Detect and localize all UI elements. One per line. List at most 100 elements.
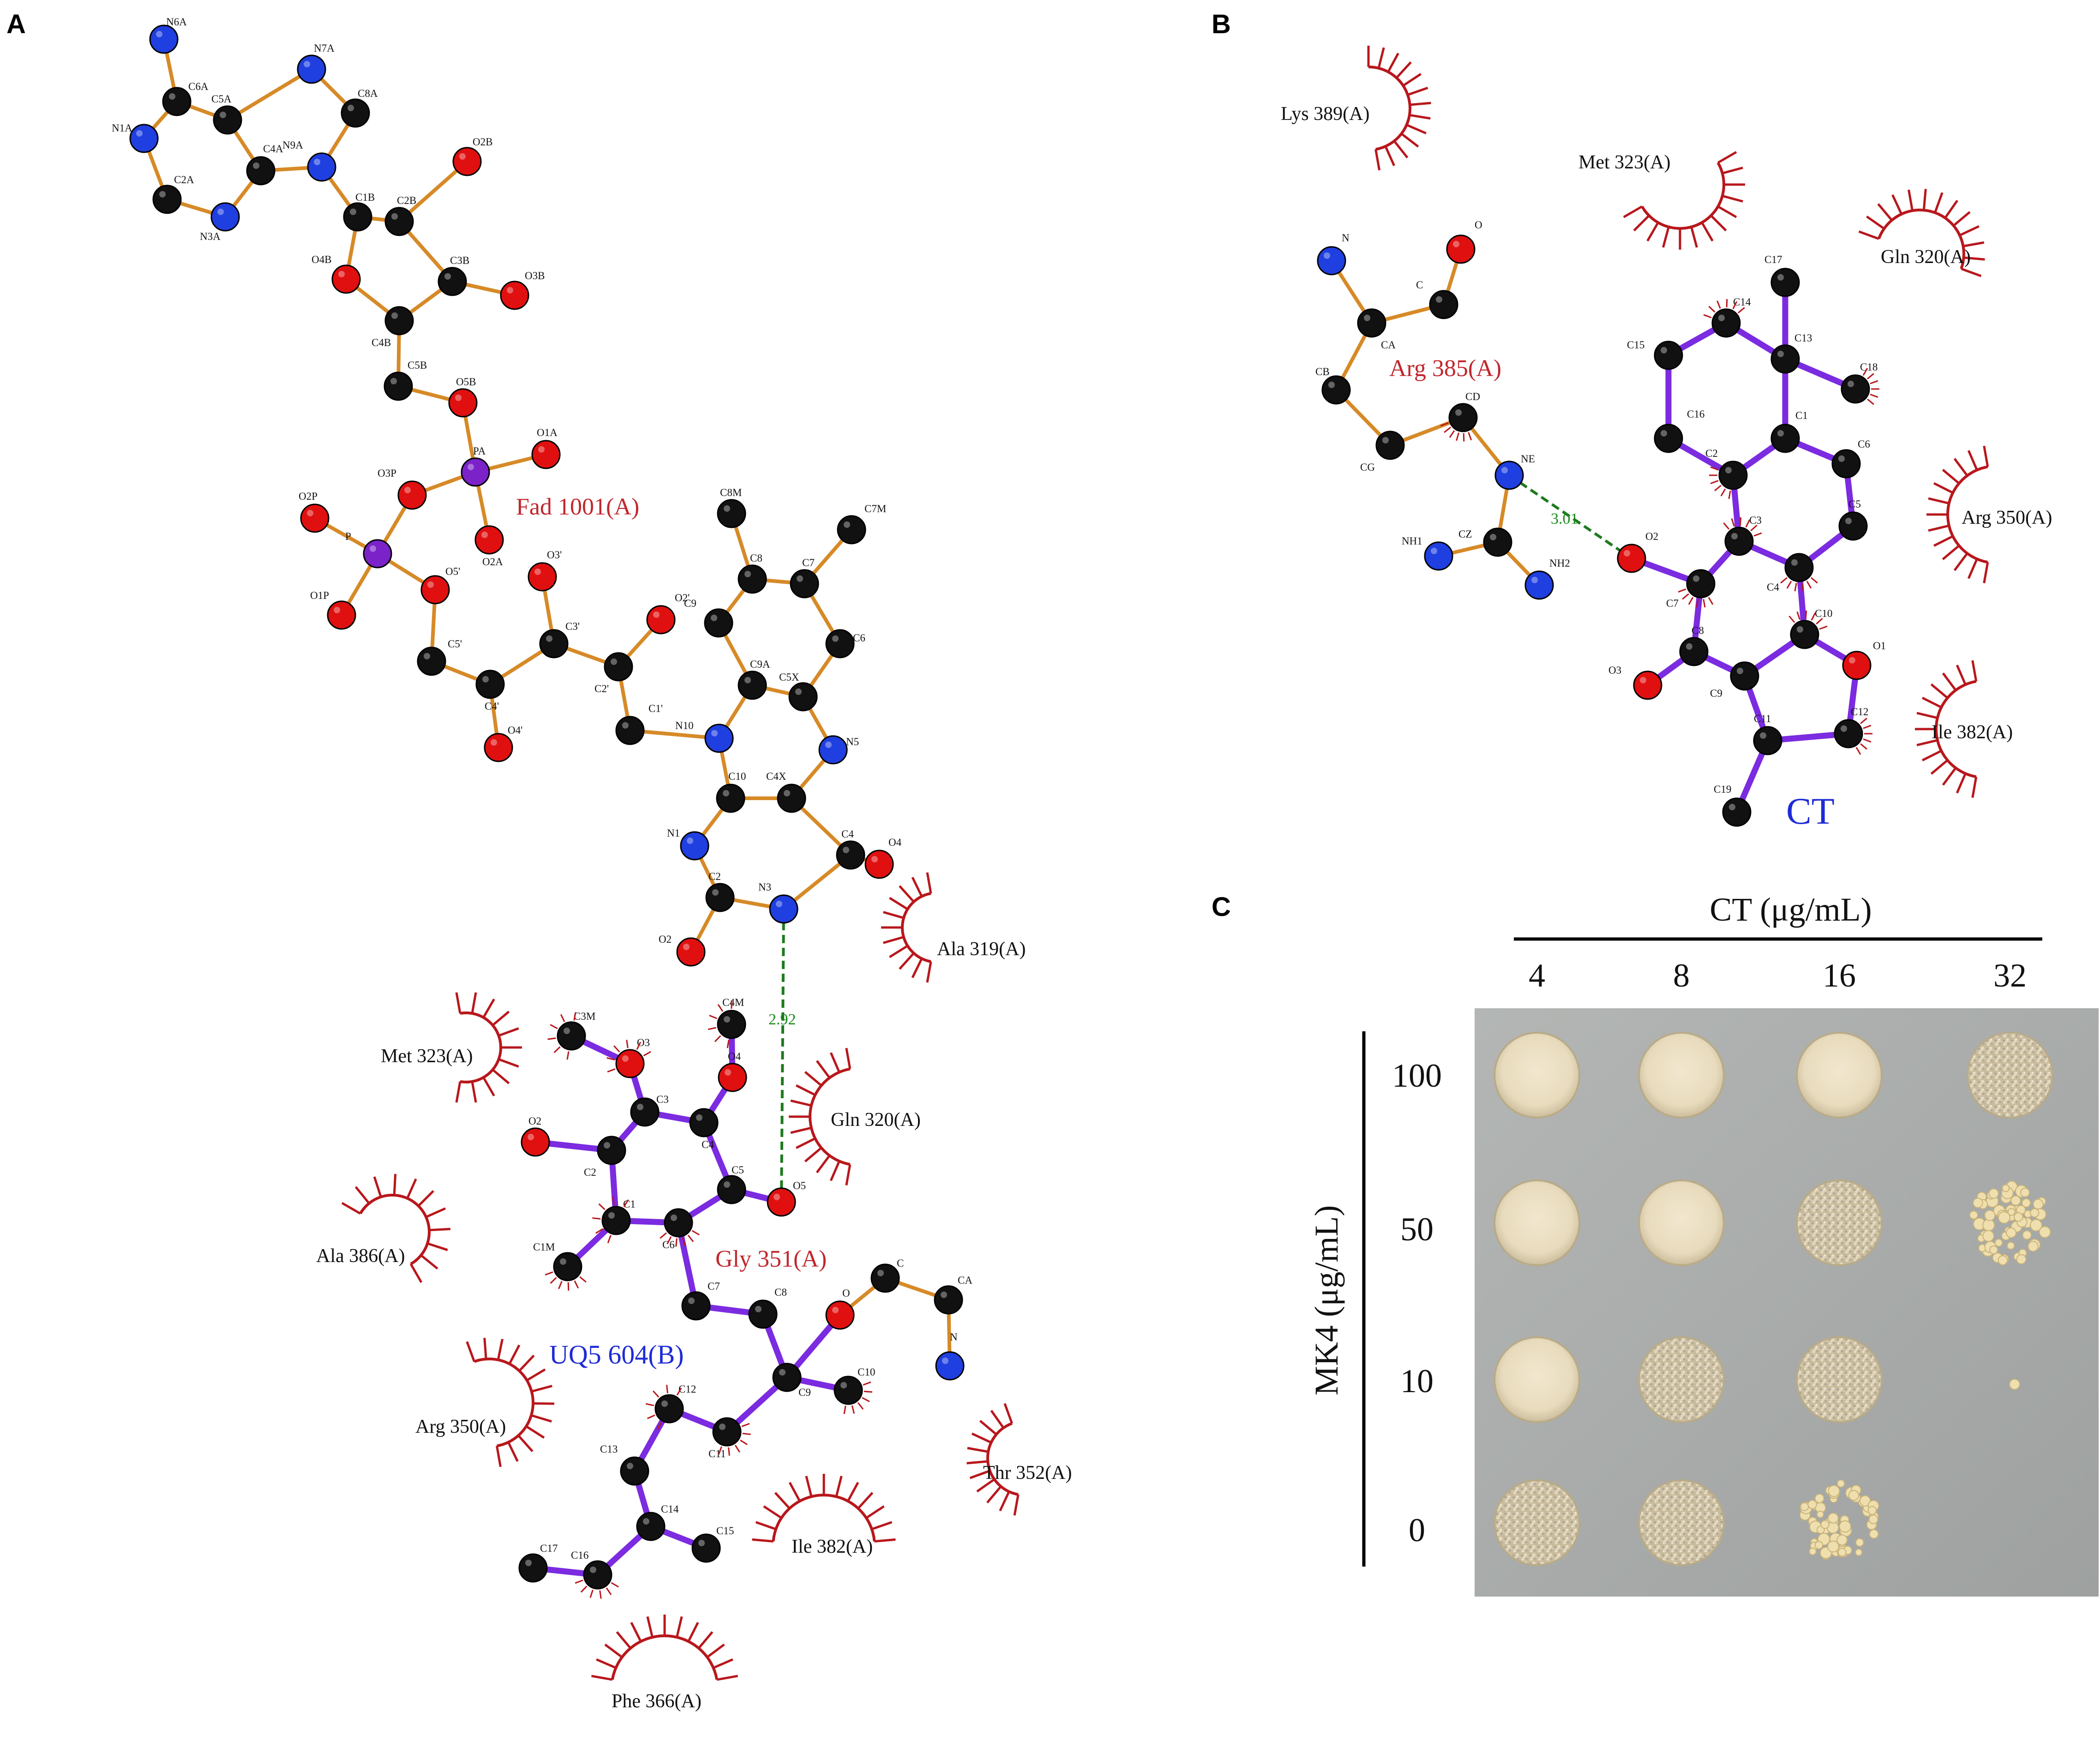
colony-spot — [1494, 1479, 1580, 1566]
b-atom-c17 — [1770, 268, 1800, 297]
colony-spot — [1796, 1179, 1883, 1266]
b-atom-c1 — [1770, 424, 1800, 453]
residue-arc-gln320-tick — [795, 1137, 816, 1149]
residue-arc-arg350-tick — [1983, 562, 1989, 584]
residue-arc-ala319 — [881, 872, 932, 983]
residue-arc-phe366 — [591, 1615, 738, 1681]
flare-mark-b — [1794, 583, 1797, 592]
residue-arc-gln320-tick — [804, 1071, 822, 1087]
residue-arc-ile382-tick — [805, 1476, 813, 1497]
a-atom-c6 — [825, 629, 855, 658]
residue-label-ala386: Ala 386(A) — [316, 1245, 405, 1267]
residue-arc-ala319-tick — [911, 877, 923, 897]
a-atom-u_c10 — [834, 1376, 863, 1405]
a-atom-n3a — [210, 202, 240, 232]
residue-arc-gln320-tick — [790, 1099, 812, 1107]
colony-spot — [1967, 1032, 2053, 1119]
flare-mark-a — [589, 1589, 594, 1598]
colony-dot — [2028, 1241, 2039, 1252]
residue-arc-thr352 — [966, 1403, 1020, 1516]
residue-arc-met323-tick — [1662, 227, 1670, 248]
residue-arc-met323-tick — [492, 1011, 510, 1026]
a-atom-highlight — [776, 901, 782, 907]
residue-arc-gln320 — [1858, 189, 1985, 277]
residue-arc-lys389-tick — [1407, 86, 1428, 96]
b-atom-c6 — [1831, 449, 1861, 479]
flare-mark-a — [718, 1446, 722, 1455]
b-atom-highlight — [1453, 241, 1459, 247]
a-atom-label-c9: C9 — [684, 598, 696, 609]
a-atom-highlight — [538, 446, 545, 453]
b-atom-label-c: C — [1416, 279, 1423, 291]
residue-arc-thr352-tick — [971, 1432, 992, 1444]
b-atom-label-cb: CB — [1315, 366, 1330, 377]
residue-arc-thr352-tick — [969, 1470, 990, 1479]
a-atom-highlight — [627, 1463, 633, 1469]
b-atom-label-c18: C18 — [1860, 361, 1878, 373]
colony-dot — [1828, 1513, 1839, 1524]
b-atom-nh1 — [1424, 541, 1453, 571]
residue-arc-ile382-tick — [755, 1521, 776, 1531]
a-atom-u_c3m — [557, 1021, 586, 1051]
residue-arc-ala386-tick — [354, 1186, 370, 1204]
b-atom-highlight — [1490, 534, 1496, 540]
a-bond — [226, 67, 313, 122]
residue-arc-phe366-tick — [630, 1622, 642, 1642]
residue-arc-ala386-tick — [393, 1174, 397, 1196]
colony-dot — [2039, 1226, 2051, 1238]
residue-arc-phe366-tick — [698, 1631, 714, 1649]
a-atom-label-u_c11: C11 — [708, 1448, 726, 1460]
a-atom-n9a — [307, 152, 336, 182]
residue-arc-gln320-tick — [829, 1161, 840, 1181]
colony-dot — [2020, 1187, 2030, 1197]
flare-mark-a — [573, 1012, 576, 1021]
b-atom-label-c19: C19 — [1714, 784, 1731, 795]
a-atom-highlight — [844, 521, 850, 528]
colony-dot — [1828, 1485, 1840, 1497]
a-atom-label-u_c14: C14 — [661, 1503, 679, 1515]
b-atom-label-c5: C5 — [1848, 498, 1861, 510]
flare-mark-a — [843, 1406, 846, 1414]
flare-mark-a — [656, 1422, 662, 1430]
colony-dot — [1814, 1493, 1824, 1503]
flare-mark-b — [1444, 426, 1452, 433]
b-atom-o1 — [1842, 651, 1872, 680]
b-atom-highlight — [1328, 382, 1335, 388]
flare-mark-a — [560, 1014, 565, 1023]
residue-arc-phe366-tick — [604, 1643, 623, 1658]
a-atom-label-c8m: C8M — [720, 487, 742, 498]
a-atom-highlight — [671, 1215, 677, 1221]
flare-mark-a — [550, 1024, 558, 1029]
residue-arc-ile382-tick — [1956, 664, 1967, 685]
a-atom-label-o4: O4 — [888, 837, 902, 848]
a-atom-highlight — [159, 191, 166, 197]
colony-spot — [1638, 1336, 1725, 1423]
colony-dot — [1988, 1188, 1999, 1199]
b-atom-label-nh1: NH1 — [1402, 535, 1422, 547]
residue-arc-lys389-tick — [1395, 61, 1412, 79]
residue-arc-gln320-tick — [1944, 200, 1958, 219]
residue-arc-phe366-tick — [616, 1631, 631, 1649]
a-atom-label-u_c16: C16 — [571, 1550, 588, 1561]
flare-mark-a — [636, 1041, 642, 1050]
residue-arc-arg350 — [1926, 445, 1989, 584]
colony-dot — [1989, 1245, 1998, 1255]
colony-dot — [1984, 1209, 1996, 1221]
a-atom-highlight — [253, 162, 259, 169]
residue-arc-thr352-tick — [979, 1420, 997, 1436]
flare-mark-b — [1468, 432, 1472, 441]
a-atom-highlight — [832, 1307, 839, 1313]
flare-mark-b — [1806, 580, 1812, 589]
a-atom-n10 — [704, 724, 734, 753]
flare-mark-b — [1855, 747, 1861, 755]
colony-dot — [2002, 1184, 2010, 1192]
a-atom-highlight — [825, 742, 832, 748]
residue-arc-met323-tick — [455, 992, 462, 1014]
colony-dot — [1809, 1547, 1817, 1556]
row-axis-label: MK4 (μg/mL) — [1308, 1205, 1345, 1396]
colony-dot — [1982, 1230, 1995, 1242]
flare-mark-b — [1714, 485, 1722, 491]
b-atom-highlight — [1777, 430, 1784, 437]
b-atom-c18 — [1841, 374, 1870, 404]
a-atom-label-c4: C4 — [841, 828, 854, 840]
